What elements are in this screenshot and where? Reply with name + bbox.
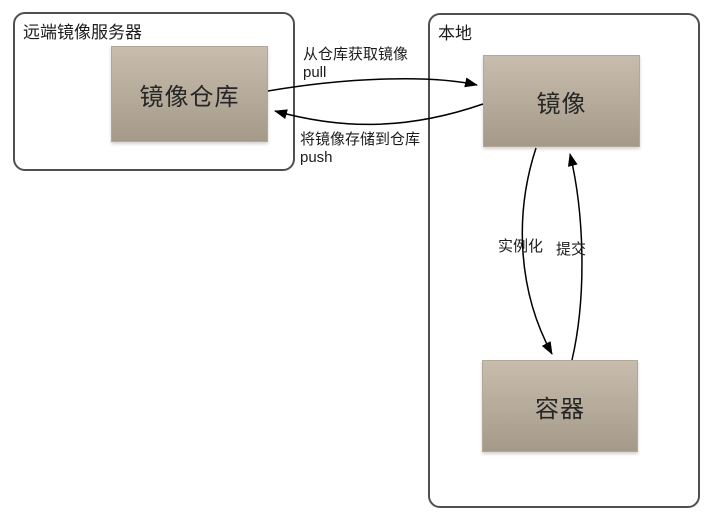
image-node: 镜像 <box>483 55 640 147</box>
container-node: 容器 <box>482 360 638 452</box>
push-arrow-label: 将镜像存储到仓库 push <box>300 131 420 167</box>
pull-arrow-label-sublabel: pull <box>303 64 327 81</box>
pull-arrow-label-text: 从仓库获取镜像 <box>303 46 409 63</box>
push-arrow-label-text: 将镜像存储到仓库 <box>300 131 421 148</box>
local-frame-label: 本地 <box>438 24 472 43</box>
image-registry-node: 镜像仓库 <box>111 46 268 142</box>
push-arrow-label-sublabel: push <box>300 149 333 166</box>
instantiate-arrow-label: 实例化 <box>498 238 544 255</box>
pull-arrow-label: 从仓库获取镜像 pull <box>303 46 408 82</box>
remote-server-frame-label: 远端镜像服务器 <box>23 23 142 42</box>
commit-arrow-label: 提交 <box>556 241 587 258</box>
